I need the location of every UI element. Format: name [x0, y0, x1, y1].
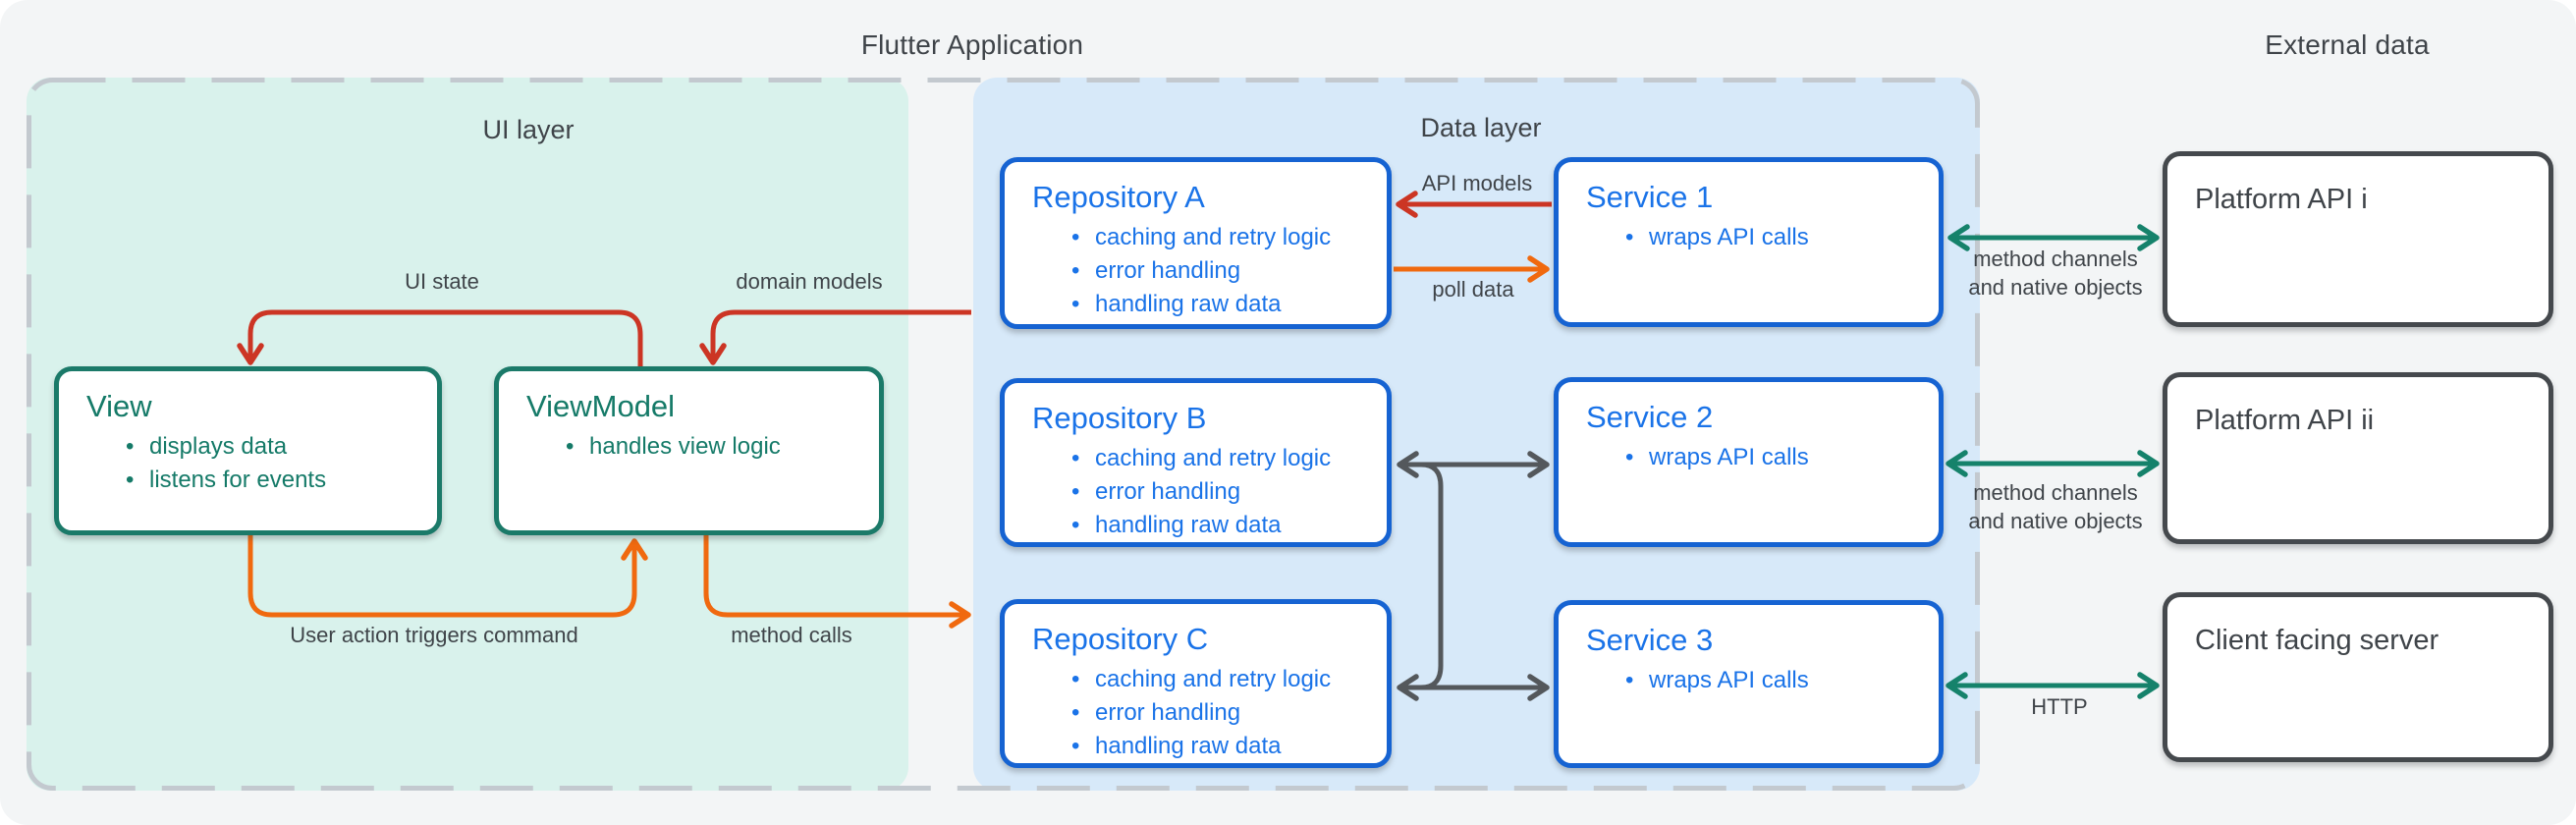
poll-data-label: poll data — [1432, 277, 1514, 302]
api-models-label: API models — [1421, 171, 1533, 195]
method-channels-label-row1: method channels and native objects — [1968, 247, 2143, 300]
domain-models-label: domain models — [736, 269, 883, 294]
view-box: View displays data listens for events — [54, 366, 442, 535]
service-2-box: Service 2 wraps API calls — [1554, 377, 1944, 547]
repository-a-title: Repository A — [1032, 180, 1205, 214]
client-facing-server-box: Client facing server — [2163, 592, 2553, 762]
data-layer-label: Data layer — [1420, 113, 1542, 142]
repository-a-box: Repository A caching and retry logic err… — [1000, 157, 1392, 329]
bullet-item: caching and retry logic — [1071, 442, 1363, 475]
user-action-label: User action triggers command — [290, 623, 578, 647]
bullet-item: error handling — [1071, 696, 1363, 730]
bullet-item: handling raw data — [1071, 509, 1363, 542]
platform-api-i-box: Platform API i — [2163, 151, 2553, 327]
repository-b-bullets: caching and retry logic error handling h… — [1032, 442, 1363, 542]
repository-b-title: Repository B — [1032, 401, 1207, 435]
viewmodel-box-bullets: handles view logic — [526, 430, 855, 464]
platform-api-ii-box: Platform API ii — [2163, 372, 2553, 544]
repository-b-box: Repository B caching and retry logic err… — [1000, 378, 1392, 547]
platform-api-ii-title: Platform API ii — [2195, 405, 2375, 436]
service-3-title: Service 3 — [1586, 623, 1714, 657]
repository-c-title: Repository C — [1032, 622, 1209, 656]
service-1-bullets: wraps API calls — [1586, 221, 1915, 254]
ui-layer-label: UI layer — [482, 115, 575, 144]
service-1-title: Service 1 — [1586, 180, 1714, 214]
bullet-item: caching and retry logic — [1071, 221, 1363, 254]
platform-api-i-title: Platform API i — [2195, 184, 2368, 215]
bullet-item: caching and retry logic — [1071, 663, 1363, 696]
method-calls-label: method calls — [731, 623, 852, 647]
external-data-title: External data — [2265, 29, 2430, 60]
method-channels-label-row2: method channels and native objects — [1968, 480, 2143, 533]
view-box-bullets: displays data listens for events — [86, 430, 413, 497]
bullet-item: handling raw data — [1071, 730, 1363, 763]
viewmodel-box: ViewModel handles view logic — [494, 366, 884, 535]
bullet-item: handles view logic — [566, 430, 855, 464]
ui-state-label: UI state — [405, 269, 479, 294]
service-1-box: Service 1 wraps API calls — [1554, 157, 1944, 327]
bullet-item: listens for events — [126, 464, 413, 497]
bullet-item: error handling — [1071, 475, 1363, 509]
flutter-application-title: Flutter Application — [860, 29, 1084, 60]
repository-c-box: Repository C caching and retry logic err… — [1000, 599, 1392, 768]
bullet-item: error handling — [1071, 254, 1363, 288]
service-2-bullets: wraps API calls — [1586, 441, 1915, 474]
http-label: HTTP — [2031, 694, 2088, 719]
repository-a-bullets: caching and retry logic error handling h… — [1032, 221, 1363, 321]
client-facing-server-title: Client facing server — [2195, 625, 2439, 656]
view-box-title: View — [86, 389, 152, 423]
bullet-item: wraps API calls — [1625, 664, 1915, 697]
service-2-title: Service 2 — [1586, 400, 1714, 434]
bullet-item: wraps API calls — [1625, 221, 1915, 254]
repository-c-bullets: caching and retry logic error handling h… — [1032, 663, 1363, 763]
bullet-item: handling raw data — [1071, 288, 1363, 321]
service-3-bullets: wraps API calls — [1586, 664, 1915, 697]
bullet-item: displays data — [126, 430, 413, 464]
service-3-box: Service 3 wraps API calls — [1554, 600, 1944, 768]
bullet-item: wraps API calls — [1625, 441, 1915, 474]
viewmodel-box-title: ViewModel — [526, 389, 676, 423]
